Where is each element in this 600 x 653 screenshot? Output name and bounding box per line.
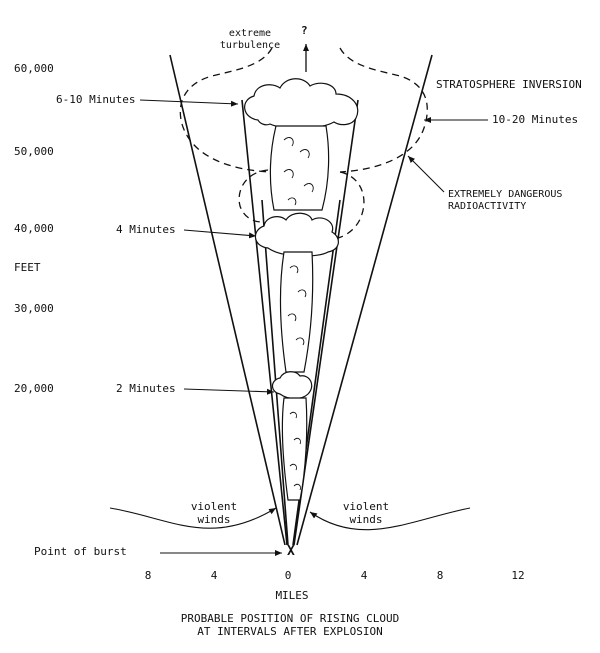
caption-line-1: PROBABLE POSITION OF RISING CLOUD bbox=[180, 612, 400, 625]
altitude-tick-50000: 50,000 bbox=[14, 145, 54, 158]
texture-lower bbox=[287, 265, 307, 346]
label-4-minutes: 4 Minutes bbox=[116, 223, 176, 236]
turbulence-line-1: extreme bbox=[228, 28, 272, 39]
arrow-winds-left bbox=[109, 507, 277, 529]
cloud-cap-small bbox=[271, 371, 313, 400]
cloud-stem bbox=[281, 397, 308, 501]
leader-arrows bbox=[109, 99, 488, 556]
altitude-axis-unit: FEET bbox=[14, 261, 41, 274]
winds-right-label: violent winds bbox=[336, 500, 396, 526]
arrow-2-minutes bbox=[183, 388, 275, 395]
burst-x-mark: X bbox=[287, 544, 295, 559]
caption-line-2: AT INTERVALS AFTER EXPLOSION bbox=[197, 625, 383, 638]
winds-left-line-1: violent bbox=[190, 500, 238, 513]
envelope-right-top bbox=[339, 47, 428, 173]
altitude-tick-30000: 30,000 bbox=[14, 302, 54, 315]
winds-right-line-2: winds bbox=[349, 513, 383, 526]
arrow-danger bbox=[407, 155, 445, 193]
arrow-winds-right bbox=[309, 507, 471, 531]
texture-stem bbox=[289, 411, 301, 491]
point-of-burst-label: Point of burst bbox=[34, 545, 127, 558]
outer-cone-left bbox=[169, 54, 286, 546]
cloud-column-lower bbox=[279, 251, 314, 373]
question-mark: ? bbox=[301, 24, 308, 37]
texture-upper bbox=[283, 137, 314, 206]
distance-tick-8-left: 8 bbox=[144, 569, 152, 582]
envelope-left-lobe bbox=[238, 169, 269, 223]
cloud-column-upper bbox=[269, 125, 330, 211]
cloud-texture bbox=[283, 137, 314, 491]
distance-tick-4-left: 4 bbox=[210, 569, 218, 582]
distance-axis-unit: MILES bbox=[275, 589, 309, 602]
inner-cone-left bbox=[241, 99, 288, 546]
danger-line-1: EXTREMELY DANGEROUS bbox=[448, 189, 563, 200]
label-10-20-minutes: 10-20 Minutes bbox=[492, 113, 579, 126]
label-6-10-minutes: 6-10 Minutes bbox=[56, 93, 136, 106]
winds-right-line-1: violent bbox=[342, 500, 390, 513]
altitude-tick-60000: 60,000 bbox=[14, 62, 54, 75]
label-2-minutes: 2 Minutes bbox=[116, 382, 176, 395]
altitude-tick-40000: 40,000 bbox=[14, 222, 54, 235]
winds-left-label: violent winds bbox=[184, 500, 244, 526]
turbulence-line-2: turbulence bbox=[219, 40, 281, 51]
distance-tick-8-right: 8 bbox=[436, 569, 444, 582]
envelope-right-lobe bbox=[337, 171, 365, 239]
distance-tick-12: 12 bbox=[511, 569, 525, 582]
arrow-6-10-minutes bbox=[139, 99, 239, 107]
danger-envelope bbox=[179, 47, 428, 239]
winds-left-line-2: winds bbox=[197, 513, 231, 526]
arrow-4-minutes bbox=[183, 229, 257, 239]
turbulence-label: extreme turbulence bbox=[214, 28, 286, 52]
diagram-caption: PROBABLE POSITION OF RISING CLOUD AT INT… bbox=[100, 612, 480, 638]
mid-cone-left bbox=[261, 199, 289, 546]
altitude-tick-20000: 20,000 bbox=[14, 382, 54, 395]
stratosphere-label: STRATOSPHERE INVERSION bbox=[436, 78, 582, 91]
danger-line-2: RADIOACTIVITY bbox=[448, 201, 527, 212]
distance-tick-0: 0 bbox=[284, 569, 292, 582]
cloud-cap-top bbox=[244, 78, 359, 129]
distance-tick-4-right: 4 bbox=[360, 569, 368, 582]
mushroom-cloud bbox=[244, 78, 359, 501]
cloud-cap-middle bbox=[254, 212, 339, 257]
danger-label: EXTREMELY DANGEROUS RADIOACTIVITY bbox=[448, 189, 562, 213]
outer-cone-right bbox=[296, 54, 433, 546]
